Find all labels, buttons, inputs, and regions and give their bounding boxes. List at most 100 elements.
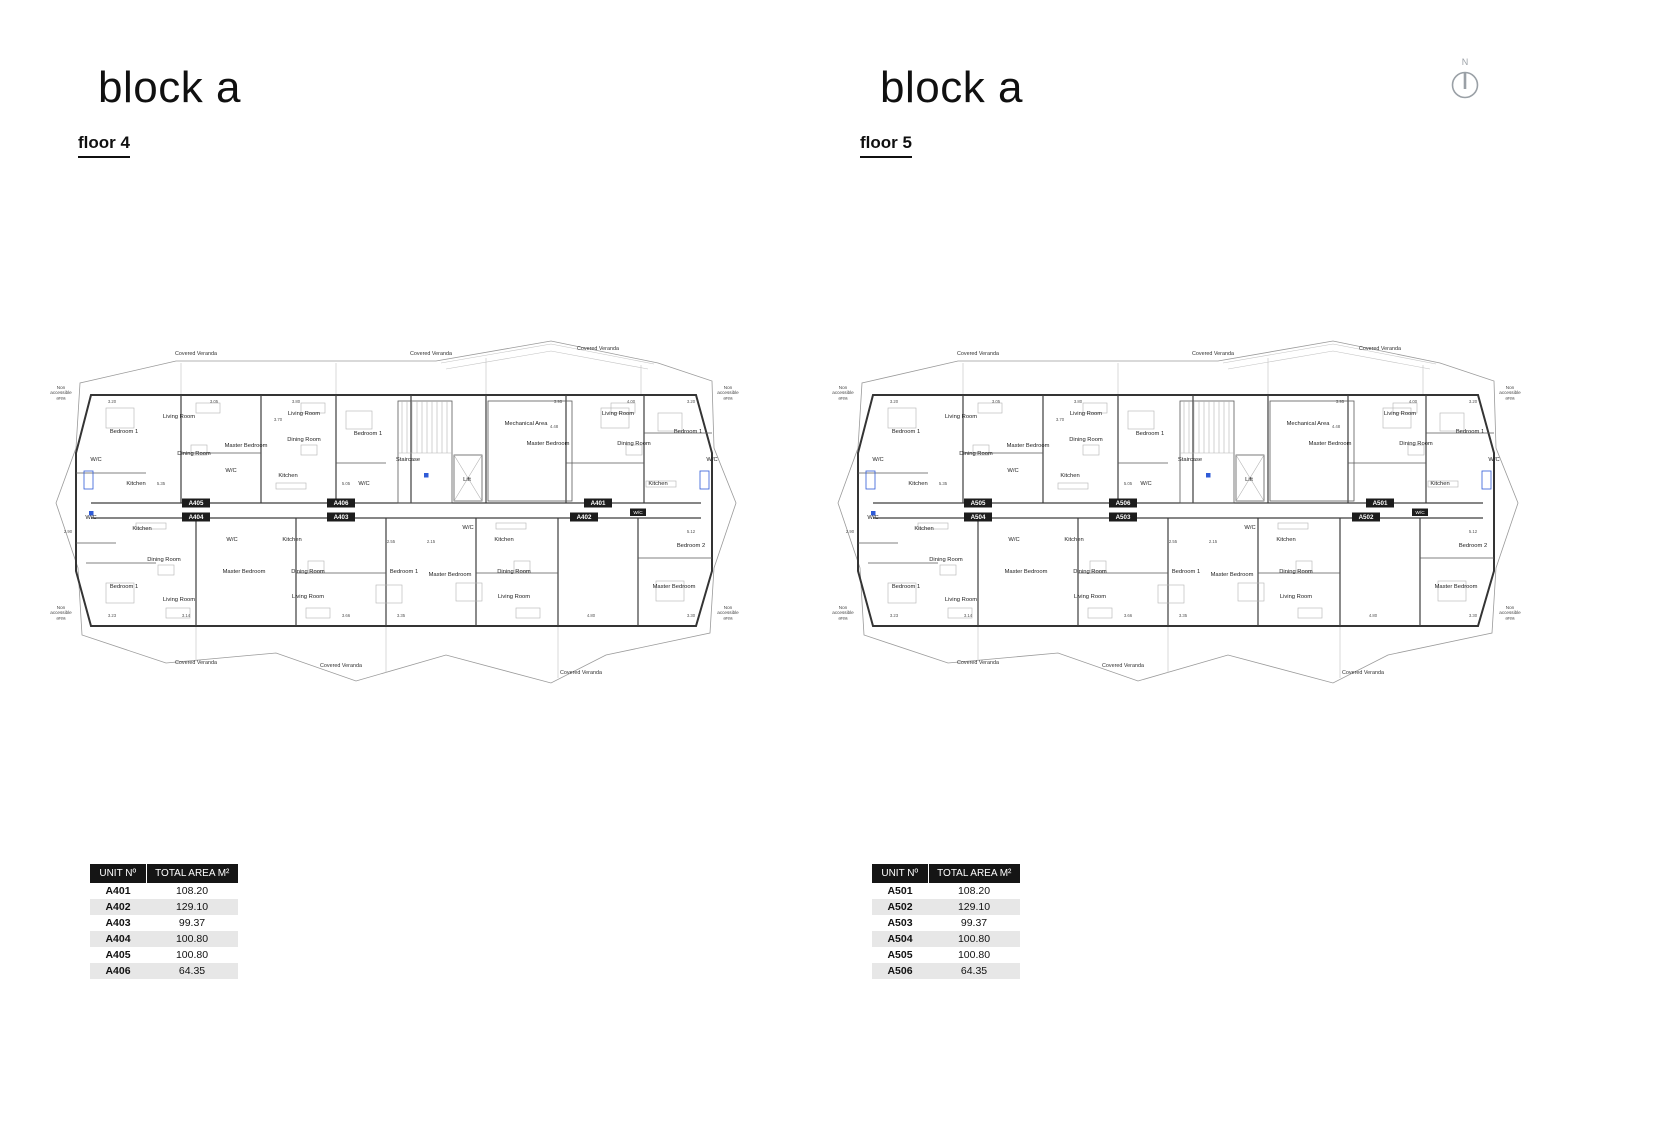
unit-badge-label: A504 [971,514,986,521]
room-label: Mechanical Area [505,421,549,427]
room-label: Kitchen [1064,537,1083,543]
unit-badge [964,512,992,522]
north-indicator: N [1448,56,1482,104]
table-row: A406 64.35 [90,963,238,979]
unit-cell: A503 [887,917,913,929]
unit-badge-label: A401 [591,500,606,507]
room-label: Dining Room [929,557,963,563]
room-label: Mechanical Area [1287,421,1331,427]
room-label: Staircase [1178,457,1202,463]
room-label: Master Bedroom [653,584,696,590]
unit-badge [182,512,210,522]
floor-plan-panel: block a floor 5 [828,55,1528,1005]
room-label: Dining Room [959,451,993,457]
dimension-label: 3.66 [342,613,351,618]
room-label: Dining Room [1279,569,1313,575]
room-label: Dining Room [1069,437,1103,443]
room-label: Living Room [945,597,977,603]
room-label: Kitchen [282,537,301,543]
unit-badge-label: A405 [189,500,204,507]
lift [1235,454,1265,502]
room-label: W/C [1140,481,1151,487]
dimension-label: 5.12 [1469,529,1478,534]
room-label: Covered Veranda [1192,351,1234,357]
accessibility-icon [89,473,429,516]
room-label: W/C [1415,510,1425,516]
unit-badge-label: A503 [1116,514,1131,521]
area-cell: 129.10 [175,901,209,913]
unit-cell: A506 [887,965,913,977]
area-cell: 64.35 [178,965,206,977]
room-label: Living Room [1280,594,1312,600]
area-cell: 129.10 [957,901,991,913]
table-header-cell: TOTAL AREA M² [927,864,1020,883]
room-label: Covered Veranda [577,346,619,352]
room-label: Kitchen [914,526,933,532]
room-label: W/C [633,510,643,516]
unit-cell: A401 [105,885,131,897]
dimension-label: 4.48 [1332,424,1341,429]
dimension-label: 3.14 [964,613,973,618]
table-row: A401 108.20 [90,883,238,899]
room-label: Lift [1245,477,1253,483]
room-label: Covered Veranda [1342,670,1384,676]
unit-badge [570,512,598,522]
unit-badge [1109,512,1137,522]
dimension-label: 3.20 [890,399,899,404]
unit-badge [964,498,992,508]
wc-badge [630,508,646,516]
block-title: block a [880,63,1023,112]
area-cell: 108.20 [175,885,209,897]
room-label: Living Room [288,411,320,417]
dimension-label: 2.90 [64,529,73,534]
dimension-label: 3.70 [274,417,283,422]
room-label: Living Room [602,411,634,417]
room-label: Kitchen [494,537,513,543]
room-label: Lift [463,477,471,483]
room-label: Covered Veranda [1359,346,1401,352]
area-cell: 100.80 [957,933,991,945]
room-label: Dining Room [617,441,651,447]
dimension-label: 3.20 [687,399,696,404]
lift [453,454,483,502]
dimension-label: 3.80 [292,399,301,404]
area-cell: 64.35 [960,965,988,977]
room-label: Master Bedroom [429,572,472,578]
room-label: W/C [225,468,236,474]
dimension-label: 3.95 [554,399,563,404]
room-label: W/C [1007,468,1018,474]
room-label: Kitchen [908,481,927,487]
room-label: Bedroom 1 [354,431,382,437]
room-label: Dining Room [177,451,211,457]
room-label: Master Bedroom [1211,572,1254,578]
room-label: Dining Room [1399,441,1433,447]
site-outline [837,340,1519,684]
unit-badge [327,512,355,522]
room-label: Master Bedroom [225,443,268,449]
dimension-label: 2.55 [1169,539,1178,544]
north-label: N [1462,57,1469,67]
table-header-cell: UNIT Nº [90,864,146,883]
dimension-label: 3.23 [890,613,899,618]
room-label: Kitchen [1060,473,1079,479]
room-label: Kitchen [132,526,151,532]
unit-badge-label: A501 [1373,500,1388,507]
unit-cell: A406 [105,965,131,977]
dimension-label: 4.80 [587,613,596,618]
room-label: Master Bedroom [527,441,570,447]
room-label: W/C [867,515,878,521]
area-cell: 99.37 [960,917,988,929]
room-label: Dining Room [291,569,325,575]
dimension-label: 3.35 [397,613,406,618]
